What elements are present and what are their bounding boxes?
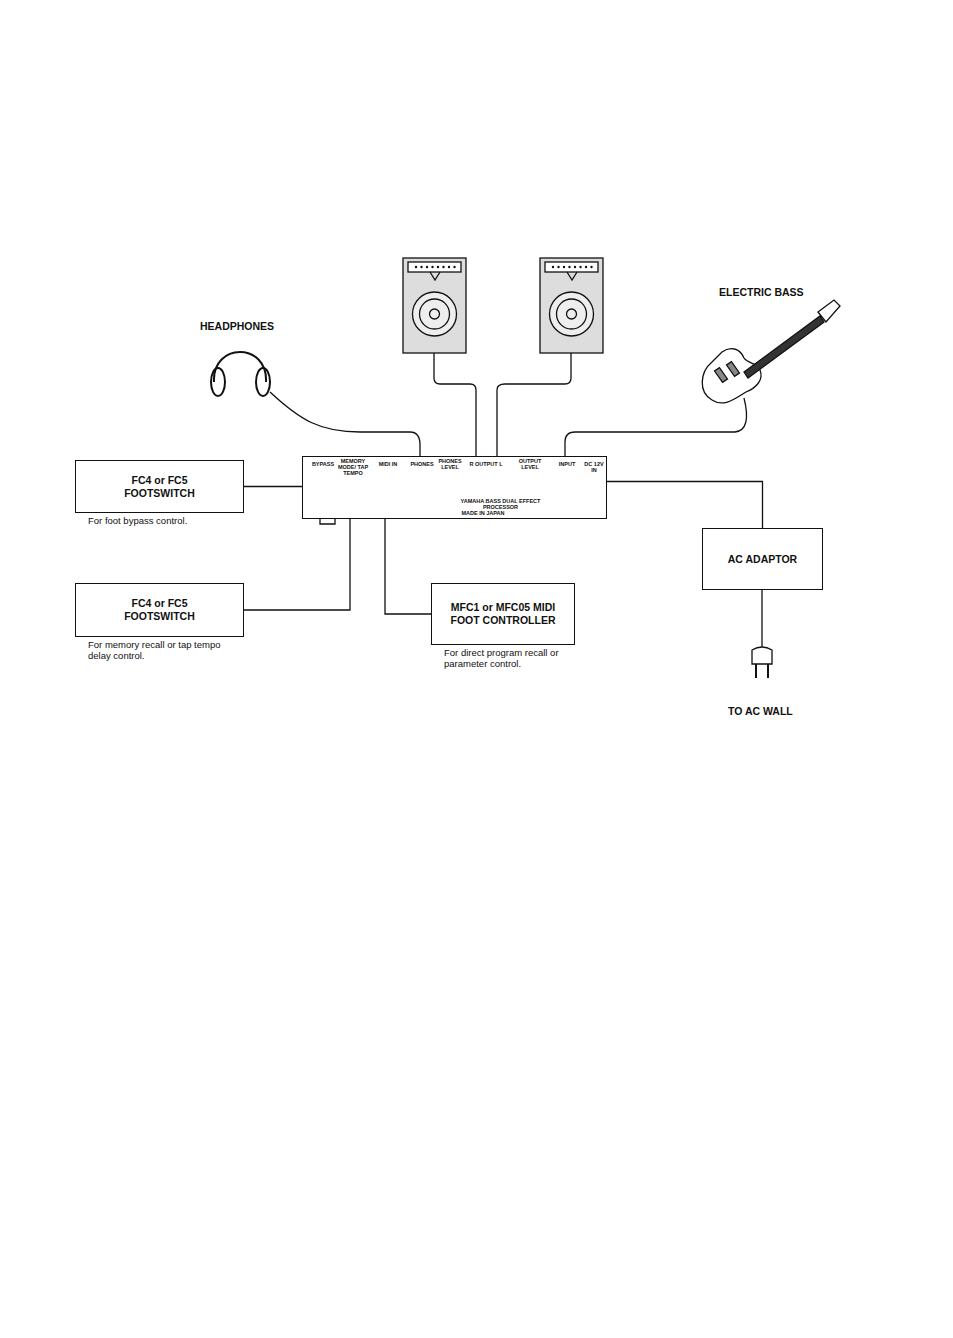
amp-knob xyxy=(552,266,554,268)
box-label: FC4 or FC5 FOOTSWITCH xyxy=(115,474,205,499)
bass-guitar-icon xyxy=(565,300,840,456)
panel-label: PHONES LEVEL xyxy=(437,458,463,470)
amplifier-icon xyxy=(497,258,603,456)
device-box: AC ADAPTOR xyxy=(702,528,823,590)
illustration-label: HEADPHONES xyxy=(199,320,275,332)
illustrations xyxy=(211,258,840,678)
box-label: FC4 or FC5 FOOTSWITCH xyxy=(115,597,205,622)
amp-knob xyxy=(563,266,565,268)
amp-knob xyxy=(437,266,439,268)
rear-panel: BYPASSMEMORY MODE/ TAP TEMPO MIDI IN PHONE… xyxy=(302,456,607,519)
panel-label: PHONES xyxy=(409,461,435,467)
amp-knob xyxy=(579,266,581,268)
panel-label: BYPASS xyxy=(311,461,335,467)
panel-label: R OUTPUT L xyxy=(466,461,506,467)
illustration-label: TO AC WALL xyxy=(727,705,794,717)
panel-label: OUTPUT LEVEL xyxy=(515,458,545,470)
illustration-label: ELECTRIC BASS xyxy=(718,286,805,298)
headphones-icon xyxy=(211,352,420,456)
amplifier-icon xyxy=(403,258,476,456)
device-box: FC4 or FC5 FOOTSWITCHFor memory recall o… xyxy=(75,583,244,637)
cable xyxy=(244,519,350,610)
amp-knob xyxy=(415,266,417,268)
amp-knob xyxy=(453,266,455,268)
panel-label: MIDI IN xyxy=(375,461,401,467)
box-label: MFC1 or MFC05 MIDI FOOT CONTROLLER xyxy=(448,601,558,626)
amp-knob xyxy=(574,266,576,268)
device-box: FC4 or FC5 FOOTSWITCHFor foot bypass con… xyxy=(75,460,244,513)
amp-knob xyxy=(557,266,559,268)
amp-knob xyxy=(585,266,587,268)
cable xyxy=(244,486,302,487)
caption-note: For memory recall or tap tempo delay con… xyxy=(88,639,228,662)
amp-knob xyxy=(590,266,592,268)
amp-knob xyxy=(442,266,444,268)
cable xyxy=(385,519,431,614)
cable xyxy=(607,482,763,529)
panel-label: MEMORY MODE/ TAP TEMPO xyxy=(336,458,370,476)
panel-label: DC 12V IN xyxy=(581,461,607,473)
amp-knob xyxy=(568,266,570,268)
panel-label: YAMAHA BASS DUAL EFFECT PROCESSOR xyxy=(453,498,548,510)
box-label: AC ADAPTOR xyxy=(713,553,813,566)
caption-note: For direct program recall or parameter c… xyxy=(444,647,594,670)
ac-plug-icon xyxy=(752,590,772,678)
device-box: MFC1 or MFC05 MIDI FOOT CONTROLLERFor di… xyxy=(431,583,575,645)
caption-note: For foot bypass control. xyxy=(88,515,248,526)
amp-knob xyxy=(431,266,433,268)
amp-knob xyxy=(420,266,422,268)
panel-label: INPUT xyxy=(555,461,579,467)
amp-knob xyxy=(426,266,428,268)
amp-knob xyxy=(448,266,450,268)
panel-label: MADE IN JAPAN xyxy=(453,510,513,516)
